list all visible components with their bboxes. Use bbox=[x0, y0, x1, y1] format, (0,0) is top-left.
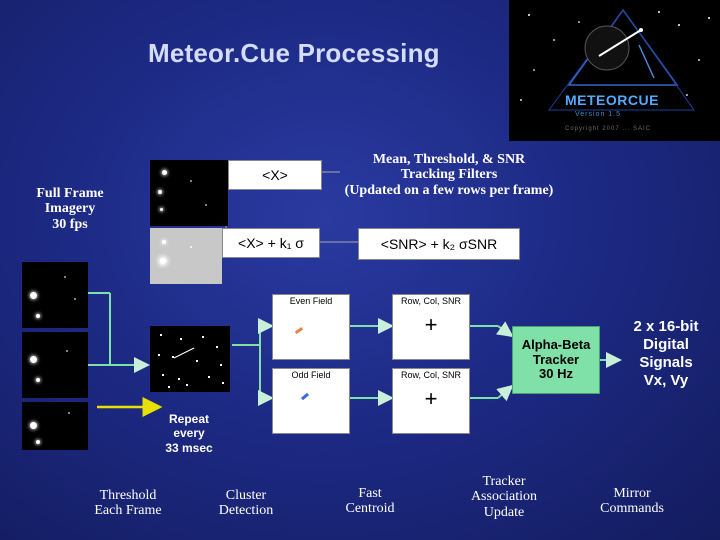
input-frame-3 bbox=[22, 402, 88, 450]
signals-line4: Vx, Vy bbox=[643, 372, 689, 389]
repeat-line3: 33 msec bbox=[165, 440, 213, 455]
repeat-line2: every bbox=[173, 426, 205, 441]
repeat-line1: Repeat bbox=[168, 412, 209, 426]
signals-line2: Digital bbox=[643, 336, 689, 353]
cluster-dots bbox=[158, 334, 224, 388]
step-association-line3: Update bbox=[483, 504, 525, 520]
step-centroid-line2: Centroid bbox=[345, 501, 395, 517]
input-label: Full Frame Imagery 30 fps bbox=[18, 186, 122, 232]
logo-graphic bbox=[520, 8, 710, 111]
mean-box: <X> bbox=[228, 160, 322, 190]
tracker-line2: Tracker bbox=[532, 351, 580, 367]
input-frame-1 bbox=[22, 262, 88, 328]
odd-field-box: Odd Field bbox=[272, 368, 350, 434]
input-label-line3: 30 fps bbox=[52, 216, 88, 232]
odd-field-streak bbox=[300, 392, 310, 401]
step-cluster-line1: Cluster bbox=[225, 488, 267, 503]
logo-copyright: Copyright 2007 ... SAIC bbox=[565, 126, 652, 132]
logo-name: METEORCUE bbox=[565, 92, 659, 108]
step-mirror-line1: Mirror bbox=[613, 486, 651, 501]
odd-centroid-label: Row, Col, SNR bbox=[400, 370, 462, 380]
odd-centroid-box: Row, Col, SNR + bbox=[392, 368, 470, 434]
step-cluster-line2: Detection bbox=[218, 503, 274, 519]
threshold-frame-image bbox=[150, 228, 222, 284]
step-threshold: Threshold Each Frame bbox=[70, 488, 186, 519]
even-field-streak bbox=[294, 326, 304, 335]
step-association-line1: Tracker bbox=[482, 474, 526, 489]
step-threshold-line1: Threshold bbox=[99, 488, 157, 503]
odd-field-label: Odd Field bbox=[291, 370, 331, 380]
repeat-label: Repeat every 33 msec bbox=[150, 412, 228, 455]
signals-label: 2 x 16-bit Digital Signals Vx, Vy bbox=[616, 318, 716, 390]
page-title: Meteor.Cue Processing bbox=[148, 38, 440, 68]
input-label-line2: Imagery bbox=[44, 201, 96, 217]
step-centroid: Fast Centroid bbox=[326, 486, 414, 517]
logo-version: Version 1.5 bbox=[575, 111, 622, 118]
step-mirror-line2: Commands bbox=[600, 501, 664, 517]
step-association: Tracker Association Update bbox=[452, 474, 556, 520]
even-centroid-box: Row, Col, SNR + bbox=[392, 294, 470, 360]
cluster-frame-image bbox=[150, 326, 230, 392]
filters-label: Mean, Threshold, & SNR Tracking Filters … bbox=[318, 152, 580, 198]
step-centroid-line1: Fast bbox=[358, 486, 382, 501]
even-field-box: Even Field bbox=[272, 294, 350, 360]
step-mirror: Mirror Commands bbox=[584, 486, 680, 517]
filters-label-line2: Tracking Filters bbox=[400, 167, 498, 183]
snr-box: <SNR> + k₂ σSNR bbox=[358, 228, 520, 260]
filters-label-line1: Mean, Threshold, & SNR bbox=[372, 152, 526, 167]
odd-crosshair-icon: + bbox=[424, 386, 438, 411]
meteorcue-logo: METEORCUE Version 1.5 Copyright 2007 ...… bbox=[509, 0, 720, 141]
input-frame-2 bbox=[22, 332, 88, 398]
step-threshold-line2: Each Frame bbox=[94, 503, 162, 519]
even-crosshair-icon: + bbox=[424, 312, 438, 337]
tracker-line3: 30 Hz bbox=[539, 366, 573, 382]
step-association-line2: Association bbox=[470, 489, 538, 505]
even-centroid-label: Row, Col, SNR bbox=[400, 296, 462, 306]
step-cluster: Cluster Detection bbox=[200, 488, 292, 519]
input-label-line1: Full Frame bbox=[36, 186, 104, 201]
even-field-label: Even Field bbox=[289, 296, 333, 306]
threshold-box: <X> + k₁ σ bbox=[222, 228, 320, 258]
signals-line3: Signals bbox=[639, 354, 693, 371]
tracker-line1: Alpha-Beta bbox=[521, 336, 591, 352]
tracker-box: Alpha-Beta Tracker 30 Hz bbox=[512, 326, 600, 394]
mean-frame-image bbox=[150, 160, 228, 226]
signals-line1: 2 x 16-bit bbox=[633, 318, 699, 335]
filters-label-line3: (Updated on a few rows per frame) bbox=[344, 182, 554, 198]
